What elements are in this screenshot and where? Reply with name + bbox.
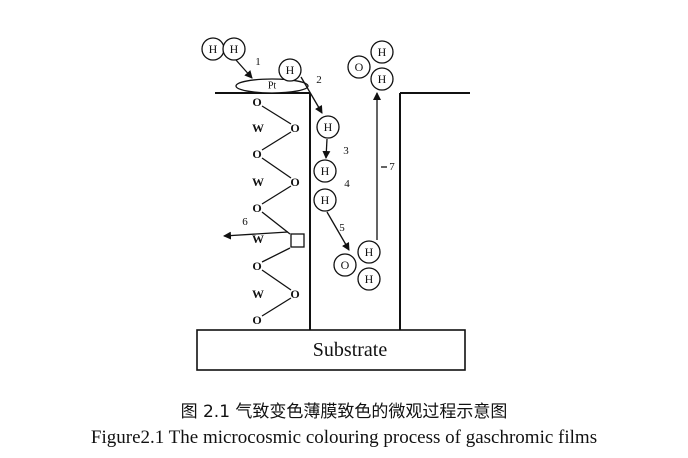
lattice-bond	[261, 211, 291, 235]
lattice-oxygen: O	[252, 147, 261, 161]
hydrogen-atom-label: H	[230, 42, 239, 56]
tungsten-oxide-lattice: O W O O W O O W O W O O	[252, 95, 305, 327]
lattice-tungsten: W	[252, 121, 264, 135]
lattice-bond	[261, 185, 292, 205]
hydrogen-atom-label: H	[378, 72, 387, 86]
diffusing-hydrogen: H H H	[313, 115, 340, 212]
hydrogen-atom-label: H	[365, 245, 374, 259]
figure-caption-english: Figure2.1 The microcosmic colouring proc…	[90, 427, 598, 448]
lattice-oxygen: O	[290, 175, 299, 189]
lattice-bond	[261, 247, 291, 263]
step-label-7: 7	[389, 161, 395, 173]
step-label-2: 2	[316, 74, 322, 86]
hydrogen-atom	[313, 159, 337, 183]
substrate: Substrate	[196, 329, 466, 371]
adsorbed-hydrogen: H	[278, 58, 302, 82]
hydrogen-atom	[370, 40, 394, 64]
lattice-bond	[261, 157, 292, 179]
lattice-bond	[261, 297, 292, 317]
lattice-tungsten: W	[252, 175, 264, 189]
step-label-1: 1	[255, 56, 261, 68]
hydrogen-atom-label: H	[209, 42, 218, 56]
arrow-step-5	[326, 211, 350, 251]
substrate-label: Substrate	[313, 339, 388, 361]
lattice-bond	[261, 269, 292, 291]
hydrogen-atom	[316, 115, 340, 139]
lattice-bond	[261, 105, 292, 125]
hydrogen-atom	[357, 267, 381, 291]
lattice-bond	[261, 131, 292, 151]
lattice-oxygen: O	[290, 287, 299, 301]
arrow-step-3	[322, 138, 331, 159]
lattice-oxygen: O	[252, 259, 261, 273]
arrow-step-1	[235, 59, 253, 79]
oxygen-vacancy	[290, 233, 305, 248]
platinum-catalyst: Pt	[235, 78, 309, 94]
hydrogen-atom-label: H	[286, 63, 295, 77]
lattice-tungsten: W	[252, 232, 264, 246]
step-labels: 1 2 3 4 5 6 7	[242, 56, 395, 234]
oxygen-atom-label: O	[355, 60, 364, 74]
hydrogen-atom	[357, 240, 381, 264]
step-label-3: 3	[343, 145, 349, 157]
oxygen-atom-label: O	[341, 258, 350, 272]
lattice-oxygen: O	[252, 95, 261, 109]
water-molecule-top: O H H	[347, 40, 394, 91]
lattice-oxygen: O	[252, 201, 261, 215]
substrate-block	[196, 329, 466, 371]
oxygen-atom	[347, 55, 371, 79]
hydrogen-atom	[222, 37, 246, 61]
step-label-4: 4	[344, 178, 350, 190]
hydrogen-atom-label: H	[321, 193, 330, 207]
figure-caption-chinese: 图 2.1 气致变色薄膜致色的微观过程示意图	[180, 402, 508, 422]
lattice-oxygen: O	[252, 313, 261, 327]
hydrogen-atom-label: H	[365, 272, 374, 286]
h2-molecule: H H	[201, 37, 246, 61]
pt-label: Pt	[268, 81, 277, 92]
hydrogen-atom-label: H	[324, 120, 333, 134]
lattice-oxygen: O	[290, 121, 299, 135]
arrow-step-6	[223, 231, 289, 240]
hydrogen-atom-label: H	[378, 45, 387, 59]
hydrogen-atom	[313, 188, 337, 212]
step-label-5: 5	[339, 222, 345, 234]
hydrogen-atom	[278, 58, 302, 82]
arrow-step-2	[300, 76, 323, 114]
hydrogen-atom-label: H	[321, 164, 330, 178]
gaschromic-diagram: Substrate Pt H H H H H H O H H O	[196, 37, 470, 371]
step-label-6: 6	[242, 216, 248, 228]
pt-particle	[235, 78, 309, 94]
process-arrows	[223, 59, 381, 251]
oxygen-atom	[333, 253, 357, 277]
hydrogen-atom	[370, 67, 394, 91]
water-molecule-bottom: O H H	[333, 240, 381, 291]
lattice-tungsten: W	[252, 287, 264, 301]
